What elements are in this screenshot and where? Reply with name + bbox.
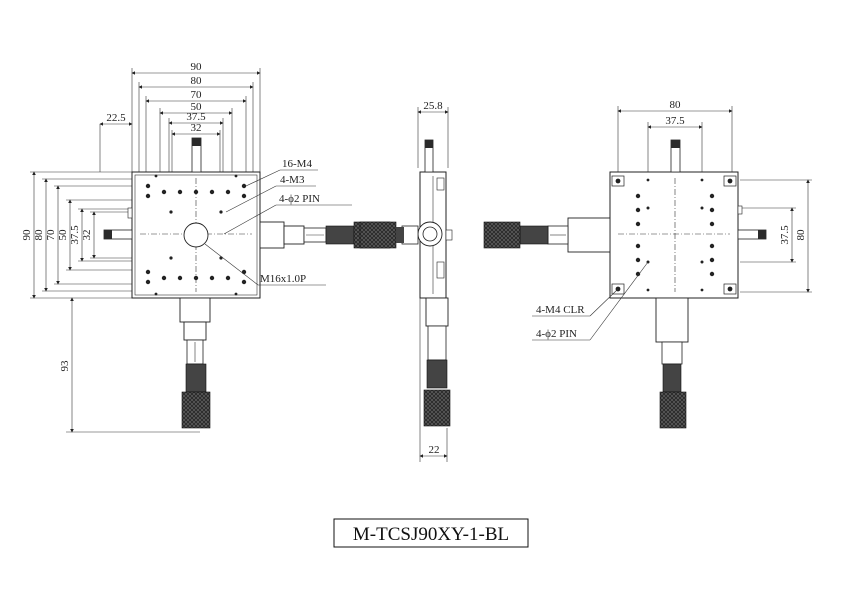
callout-4-pin: 4-ϕ2 PIN [279,193,320,205]
dim-offset-22-5: 22.5 [106,112,126,124]
dim-top-70: 70 [191,89,203,101]
dim-top-32: 32 [191,122,202,134]
callout-4-m3: 4-M3 [280,174,305,186]
dim-left-80: 80 [33,229,45,241]
front-bottom-micrometer [179,297,211,429]
dim-side-25-8: 25.8 [423,100,443,112]
side-view: 25.8 22 [359,100,453,462]
dim-left-90: 90 [21,229,33,241]
title-block: M-TCSJ90XY-1-BL [333,518,529,548]
dim-side-22: 22 [429,444,440,456]
dim-top-50: 50 [191,101,203,113]
callout-4-m4-clr: 4-M4 CLR [536,304,585,316]
front-stage-body [103,137,261,299]
dim-left-37-5: 37.5 [69,225,81,245]
dim-bottom-right-37-5: 37.5 [779,225,791,245]
dim-bottom-37-5: 37.5 [665,115,685,127]
dim-height-93: 93 [59,360,71,372]
front-left-dimensions: 90 80 70 50 37.5 32 93 [21,171,200,433]
callout-m16: M16x1.0P [260,273,306,285]
dim-top-90: 90 [191,61,203,73]
front-view: 90 80 70 50 37.5 32 22.5 [21,61,391,433]
callout-bottom-4-pin: 4-ϕ2 PIN [536,328,577,340]
bottom-view: 80 37.5 37.5 80 [483,99,812,429]
front-callouts: 16-M4 4-M3 4-ϕ2 PIN M16x1.0P [204,158,352,286]
dim-top-80: 80 [191,75,203,87]
dim-left-50: 50 [57,229,69,241]
front-top-dimensions: 90 80 70 50 37.5 32 22.5 [99,61,261,172]
model-title: M-TCSJ90XY-1-BL [353,524,509,545]
dim-top-37-5: 37.5 [186,111,206,123]
dim-left-32: 32 [81,230,93,241]
dim-bottom-80: 80 [670,99,682,111]
dim-bottom-right-80: 80 [795,229,807,241]
callout-16-m4: 16-M4 [282,158,312,170]
dim-left-70: 70 [45,229,57,241]
